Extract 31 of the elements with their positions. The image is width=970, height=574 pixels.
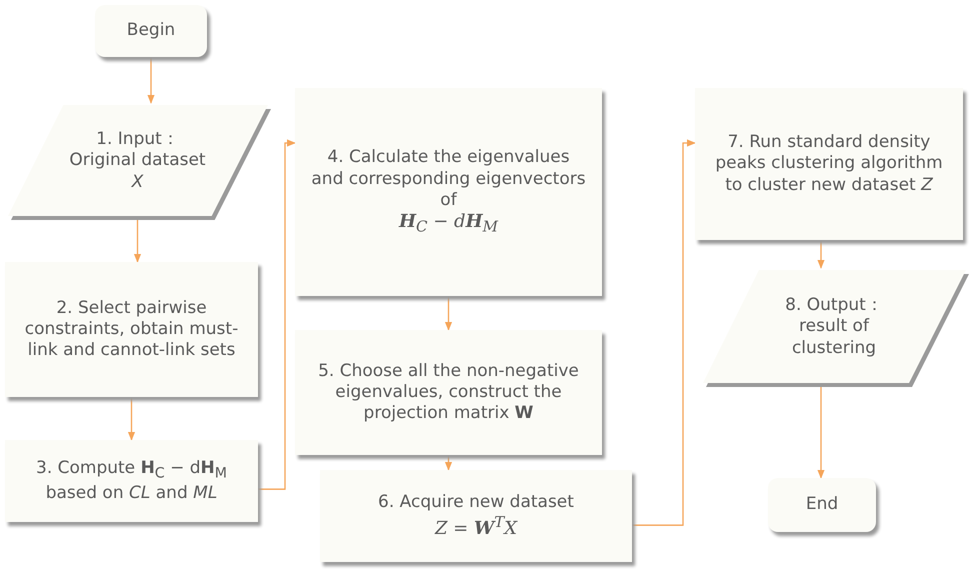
step-text: 3. Compute H$_{C}$ − dH$_{M}$ based on CL and ML	[35, 458, 228, 504]
process-box	[5, 440, 258, 522]
step-text: 2. Select pairwise constraints, obtain must-link and cannot-link sets	[24, 298, 240, 362]
input-output-parallelogram	[5, 103, 270, 219]
arrow	[817, 386, 825, 479]
step-text: End	[806, 494, 838, 516]
process-box	[295, 88, 602, 296]
terminal-box	[768, 478, 876, 532]
process-box	[320, 470, 632, 562]
step-text: 1. Input： Original dataset X	[68, 129, 207, 193]
step-text: 7. Run standard density peaks clustering algorithm to cluster new dataset Z	[714, 132, 944, 196]
process-box	[695, 88, 963, 240]
arrow	[134, 219, 142, 263]
arrow	[258, 139, 296, 490]
process-box	[5, 262, 258, 397]
process-box	[295, 330, 602, 455]
step-text: 5. Choose all the non-negative eigenvalues, construct the projection matrix W	[317, 360, 580, 424]
arrow	[632, 139, 696, 526]
arrow	[128, 397, 136, 441]
formula: H$_{C}$ − dH$_{M}$	[399, 211, 498, 237]
terminal-box	[95, 5, 207, 57]
step-text: 8. Output： result of clustering	[784, 295, 884, 359]
arrow	[444, 296, 452, 331]
step-text: 4. Calculate the eigenvalues and corresponding eigenvectors of	[310, 147, 587, 212]
formula: Z = W$^{T}$X	[434, 512, 518, 540]
arrow	[817, 240, 825, 269]
arrow	[147, 57, 155, 104]
step-text: Begin	[126, 20, 176, 42]
arrow	[444, 455, 452, 471]
input-output-parallelogram	[700, 268, 968, 386]
step-text: 6. Acquire new dataset	[378, 492, 574, 513]
